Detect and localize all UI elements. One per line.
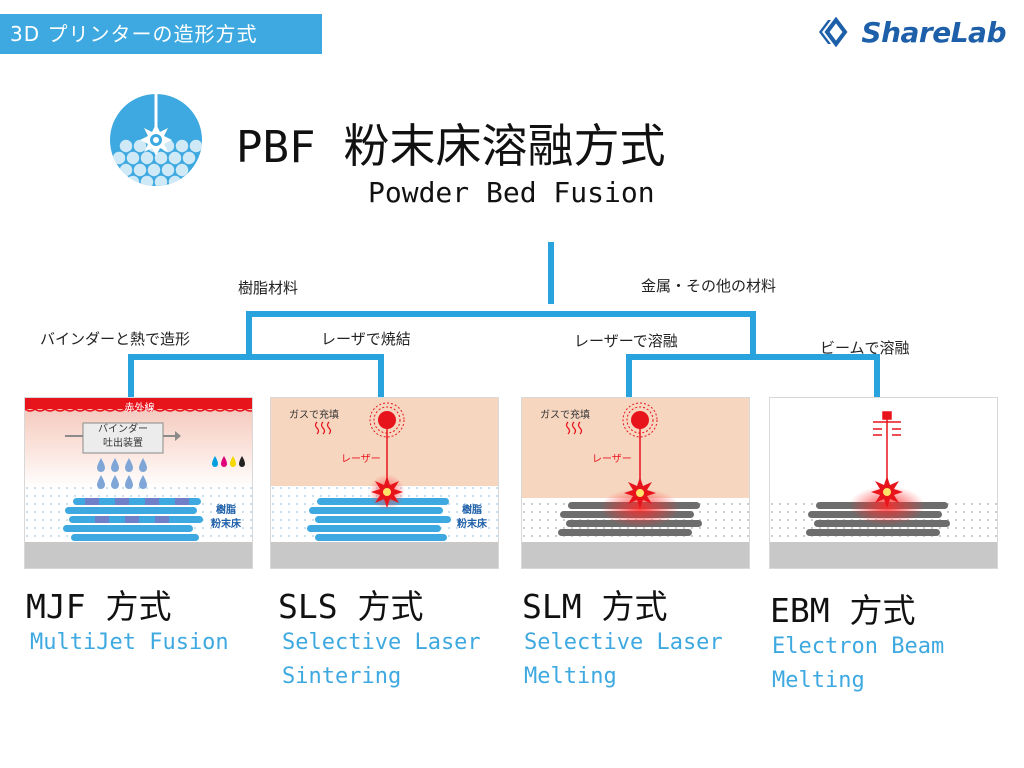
mjf-powder-line1: 樹脂 [216, 505, 236, 516]
method-sls-abbr: SLS [278, 587, 338, 626]
method-ebm-kanji: 方式 [849, 591, 916, 630]
mjf-illustration [25, 398, 252, 568]
branch-beam-melt: ビームで溶融 [820, 339, 910, 357]
header-tag: 3D プリンターの造形方式 [0, 14, 322, 54]
mjf-powder-line2: 粉末床 [211, 519, 241, 530]
method-mjf-en: MultiJet Fusion [30, 626, 229, 660]
sls-powder-line1: 樹脂 [462, 505, 482, 516]
mjf-binder-line2: 吐出装置 [103, 438, 143, 449]
branch-laser-sinter: レーザで焼結 [321, 330, 411, 348]
slm-illustration [522, 398, 749, 568]
method-slm-en-line2: Melting [524, 664, 617, 689]
sharelab-logo: ShareLab [817, 12, 1006, 52]
method-ebm-en-line1: Electron Beam [772, 634, 945, 659]
sls-gas-label: ガスで充填 [289, 410, 339, 421]
method-sls-en: Selective Laser Sintering [282, 626, 481, 694]
slm-panel: ガスで充填 レーザー [521, 397, 750, 569]
mjf-panel: 赤外線 バインダー 吐出装置 樹脂 粉末床 [24, 397, 253, 569]
title-en: Powder Bed Fusion [368, 176, 655, 209]
slm-gas-label: ガスで充填 [540, 410, 590, 421]
method-slm: SLM 方式 [522, 580, 667, 628]
sls-powder-line2: 粉末床 [457, 519, 487, 530]
method-mjf-en-line1: MultiJet Fusion [30, 630, 229, 655]
method-mjf-abbr: MJF [26, 587, 86, 626]
heat-waves-icon [314, 421, 332, 435]
method-ebm: EBM 方式 [770, 584, 915, 632]
title-jp: 粉末床溶融方式 [343, 119, 666, 173]
mjf-binder-label: バインダー 吐出装置 [83, 423, 163, 451]
ebm-illustration [770, 398, 997, 568]
sls-powder-label: 樹脂 粉末床 [457, 504, 487, 532]
logo-text: ShareLab [861, 15, 1006, 49]
method-slm-abbr: SLM [522, 587, 582, 626]
method-sls-en-line1: Selective Laser [282, 630, 481, 655]
branch-metal: 金属・その他の材料 [641, 277, 777, 295]
sls-panel: ガスで充填 レーザー 樹脂 粉末床 [270, 397, 499, 569]
method-sls: SLS 方式 [278, 580, 423, 628]
sls-laser-label: レーザー [341, 454, 381, 465]
branch-binder-heat: バインダーと熱で造形 [40, 330, 191, 348]
ebm-panel [769, 397, 998, 569]
mjf-binder-line1: バインダー [98, 424, 148, 435]
ink-drops-icon [212, 456, 245, 467]
mjf-powder-label: 樹脂 粉末床 [211, 504, 241, 532]
method-slm-kanji: 方式 [601, 587, 668, 626]
method-sls-kanji: 方式 [357, 587, 424, 626]
mjf-infrared-label: 赤外線 [124, 403, 155, 414]
title-abbr: PBF [236, 122, 316, 173]
method-mjf: MJF 方式 [26, 580, 171, 628]
method-ebm-en-line2: Melting [772, 668, 865, 693]
method-ebm-abbr: EBM [770, 591, 830, 630]
method-sls-en-line2: Sintering [282, 664, 402, 689]
main-title: PBF 粉末床溶融方式 [236, 110, 665, 176]
slm-laser-label: レーザー [592, 454, 632, 465]
branch-laser-melt: レーザーで溶融 [574, 332, 678, 350]
method-slm-en-line1: Selective Laser [524, 630, 723, 655]
branch-resin: 樹脂材料 [238, 279, 299, 297]
method-slm-en: Selective Laser Melting [524, 626, 723, 694]
logo-diamond-icon [819, 17, 848, 47]
heat-waves-icon [565, 421, 583, 435]
sls-illustration [271, 398, 498, 568]
method-mjf-kanji: 方式 [105, 587, 172, 626]
method-ebm-en: Electron Beam Melting [772, 630, 944, 698]
pbf-icon [110, 94, 202, 186]
classification-tree [128, 242, 880, 399]
